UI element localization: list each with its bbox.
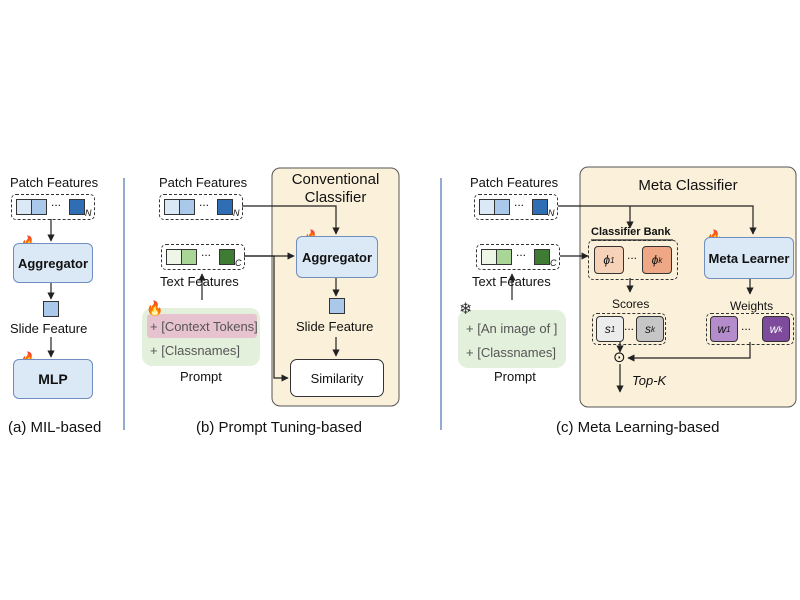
text-token [481, 249, 497, 265]
meta-learner-box: Meta Learner [704, 237, 794, 279]
patch-token [164, 199, 180, 215]
text-token [496, 249, 512, 265]
class-count-subscript: C [235, 258, 242, 268]
text-token [534, 249, 550, 265]
patch-token [217, 199, 233, 215]
ellipsis: ... [201, 245, 212, 259]
conventional-classifier-title-line2: Classifier [304, 189, 367, 206]
ellipsis: ... [627, 248, 638, 262]
ellipsis: ... [199, 195, 210, 209]
patch-token [31, 199, 47, 215]
patch-token [69, 199, 85, 215]
text-token [219, 249, 235, 265]
fire-icon: 🔥 [146, 300, 164, 316]
meta-classifier-title: Meta Classifier [638, 177, 738, 194]
slide-feature-label-a: Slide Feature [10, 321, 88, 336]
caption-a: (a) MIL-based [8, 419, 102, 436]
text-features-group-b: ... C [161, 244, 245, 270]
patch-features-label-a: Patch Features [10, 175, 99, 190]
patch-token [494, 199, 510, 215]
text-features-group-c: ... C [476, 244, 560, 270]
ellipsis: ... [51, 195, 62, 209]
class-count-subscript: C [550, 258, 557, 268]
meta-classifier-region [579, 166, 797, 408]
caption-b: (b) Prompt Tuning-based [196, 419, 362, 436]
aggregator-box-a: Aggregator [13, 243, 93, 283]
patch-token [179, 199, 195, 215]
text-features-label-b: Text Features [160, 274, 239, 289]
prompt-label-c: Prompt [494, 369, 536, 384]
similarity-box: Similarity [290, 359, 384, 397]
aggregator-box-b: Aggregator [296, 236, 378, 278]
text-token [181, 249, 197, 265]
snowflake-icon: ❄ [459, 301, 473, 318]
context-tokens-label: + [Context Tokens] [150, 319, 258, 334]
slide-feature-token-b [329, 298, 345, 314]
classnames-label-b: + [Classnames] [150, 343, 240, 358]
prompt-background-c [458, 310, 566, 368]
scores-label: Scores [612, 297, 650, 311]
patch-token [16, 199, 32, 215]
weights-label: Weights [730, 299, 774, 313]
patch-features-group-a: ... N [11, 194, 95, 220]
patch-count-subscript: N [85, 208, 92, 218]
conventional-classifier-title-line1: Conventional [291, 171, 380, 188]
patch-token [479, 199, 495, 215]
prompt-label-b: Prompt [180, 369, 222, 384]
top-k-label: Top-K [632, 373, 667, 388]
classifier-bank-label: Classifier Bank [591, 226, 671, 238]
text-features-label-c: Text Features [472, 274, 551, 289]
hadamard-product-symbol: ⊙ [613, 349, 626, 366]
context-tokens-highlight [147, 314, 257, 338]
slide-feature-token-a [43, 301, 59, 317]
an-image-of-label: + [An image of ] [466, 321, 558, 336]
caption-c: (c) Meta Learning-based [556, 419, 720, 436]
patch-features-label-c: Patch Features [470, 175, 559, 190]
patch-count-subscript: N [548, 208, 555, 218]
text-token [166, 249, 182, 265]
ellipsis: ... [624, 319, 635, 333]
classnames-label-c: + [Classnames] [466, 345, 556, 360]
ellipsis: ... [516, 245, 527, 259]
patch-token [532, 199, 548, 215]
patch-features-label-b: Patch Features [159, 175, 248, 190]
ellipsis: ... [741, 319, 752, 333]
patch-count-subscript: N [233, 208, 240, 218]
patch-features-group-b: ... N [159, 194, 243, 220]
mlp-box: MLP [13, 359, 93, 399]
slide-feature-label-b: Slide Feature [296, 319, 374, 334]
ellipsis: ... [514, 195, 525, 209]
patch-features-group-c: ... N [474, 194, 558, 220]
